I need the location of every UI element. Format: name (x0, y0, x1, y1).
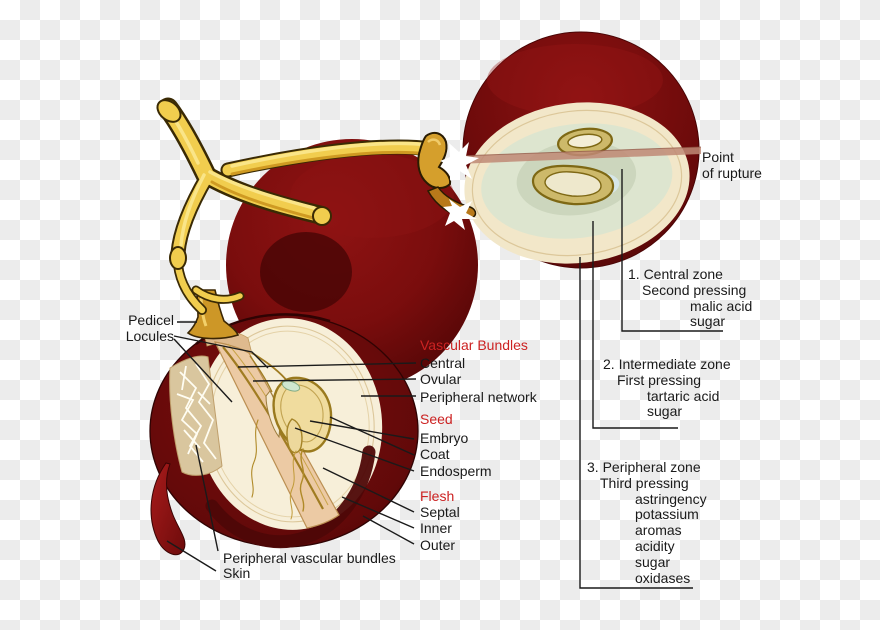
peripheral-vascular-mesh (169, 355, 223, 476)
zone2-compound: sugar (647, 403, 683, 420)
point-of-rupture-line1: Point (702, 149, 734, 165)
rupture-band (457, 147, 701, 164)
zone2-bracket (592, 221, 678, 429)
locules-label: Locules (125, 328, 174, 344)
zone1-pressing: Second pressing (642, 281, 747, 298)
half-grape-cross-section (456, 31, 702, 269)
locules-line-2 (173, 338, 233, 403)
inner-label: Inner (420, 520, 452, 536)
septal-line (322, 467, 415, 513)
zone2-pressing: First pressing (617, 371, 702, 388)
zone2-compound: tartaric acid (647, 387, 720, 404)
zone1-bracket (621, 169, 723, 332)
pvb-line (195, 444, 219, 552)
skin-line (166, 540, 217, 572)
stem (156, 97, 440, 315)
vascular-bundles-heading: Vascular Bundles (420, 337, 528, 353)
zone3-compound: sugar (635, 553, 671, 570)
endosperm-line (294, 427, 415, 472)
seed-heading: Seed (420, 411, 453, 427)
central-label: Central (420, 355, 466, 371)
peripheral-zone-block: 3. Peripheral zone Third pressing astrin… (587, 459, 707, 586)
intermediate-zone-block: 2. Intermediate zone First pressing tart… (603, 356, 731, 420)
torn-pedicel (417, 131, 479, 230)
zone1-title: 1. Central zone (628, 266, 723, 282)
outer-label: Outer (420, 537, 456, 553)
septal-label: Septal (420, 504, 460, 520)
zone1-compound: malic acid (690, 297, 753, 314)
rupture-burst (440, 142, 479, 181)
peripheral-vascular-bundles-label: Peripheral vascular bundles (223, 550, 396, 566)
zone2-title: 2. Intermediate zone (603, 356, 731, 372)
zone3-bracket (579, 257, 693, 589)
point-of-rupture-line2: of rupture (702, 165, 762, 181)
small-seed (286, 418, 303, 454)
embryo-detail (281, 380, 301, 392)
coat-label: Coat (420, 446, 450, 462)
flesh-heading: Flesh (420, 488, 455, 504)
pedicel-label: Pedicel (128, 312, 174, 328)
peripheral-network-label: Peripheral network (420, 389, 537, 405)
skin-label: Skin (223, 565, 251, 581)
ovular-label: Ovular (420, 371, 462, 387)
coat-line (329, 416, 415, 456)
zone3-compound: potassium (635, 506, 699, 523)
zone3-compound: oxidases (635, 569, 691, 586)
central-line (237, 362, 417, 368)
zone3-pressing: Third pressing (600, 474, 689, 491)
skin-flap (150, 462, 186, 556)
outer-line (362, 515, 415, 545)
embryo-line (309, 420, 415, 440)
ovular-line (252, 378, 417, 382)
central-zone-block: 1. Central zone Second pressing malic ac… (628, 266, 753, 330)
locules-line-1 (173, 335, 269, 369)
inner-line (341, 496, 415, 529)
point-of-rupture-label: Point of rupture (702, 149, 762, 181)
embryo-label: Embryo (420, 430, 469, 446)
endosperm-label: Endosperm (420, 463, 492, 479)
zone3-compound: astringency (635, 490, 707, 507)
leader-lines (166, 169, 723, 589)
seed-upper (557, 127, 613, 157)
zone3-compound: acidity (635, 537, 675, 554)
seed-lower (531, 164, 615, 206)
zone3-compound: aromas (635, 522, 682, 539)
zone3-title: 3. Peripheral zone (587, 459, 701, 475)
zone1-compound: sugar (690, 313, 726, 330)
